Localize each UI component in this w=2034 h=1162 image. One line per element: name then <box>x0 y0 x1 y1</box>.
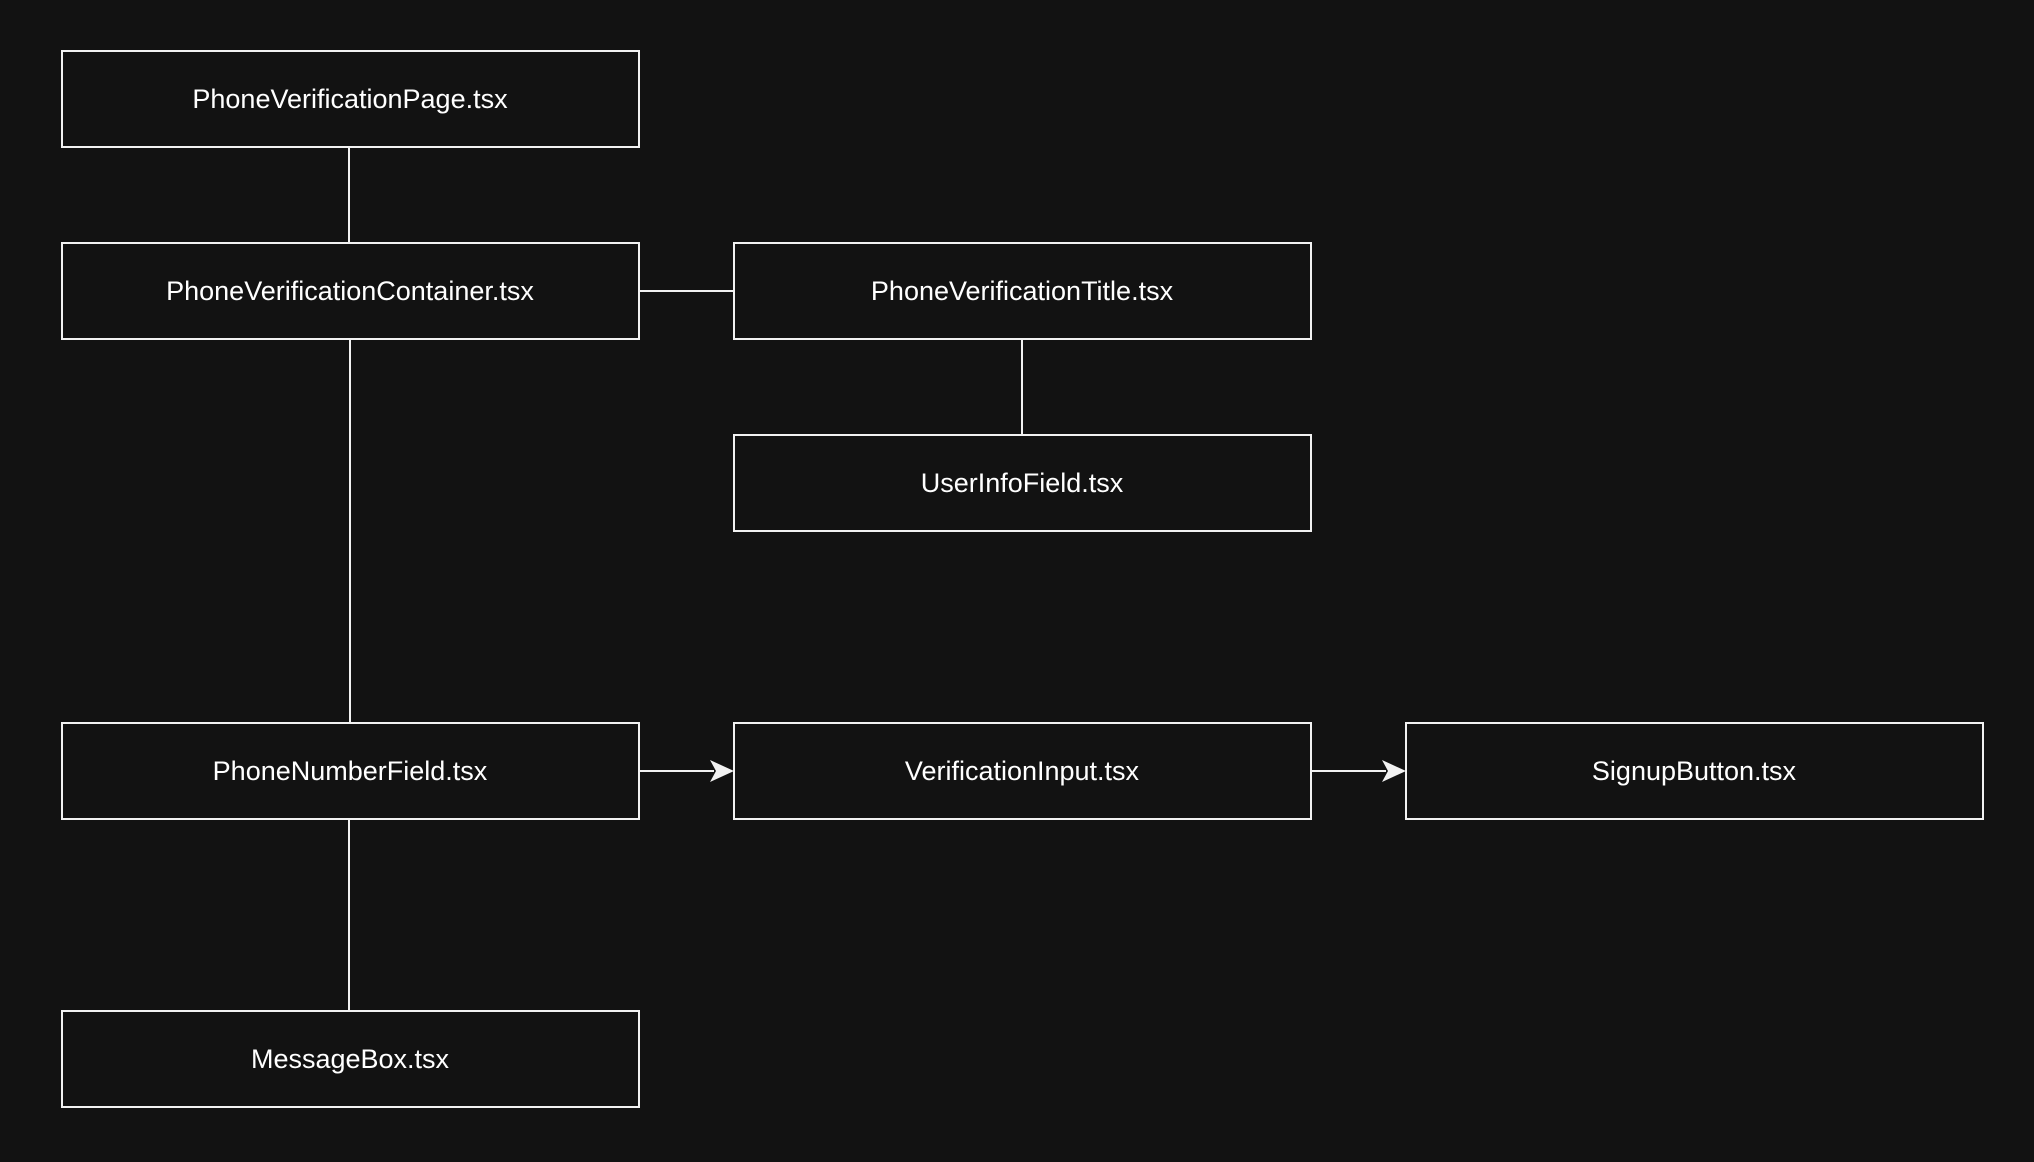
node-label: PhoneVerificationTitle.tsx <box>871 276 1174 306</box>
node-message-box[interactable]: MessageBox.tsx <box>61 1010 640 1108</box>
node-label: MessageBox.tsx <box>251 1044 450 1074</box>
node-user-info-field[interactable]: UserInfoField.tsx <box>733 434 1312 532</box>
node-label: PhoneVerificationContainer.tsx <box>166 276 534 306</box>
node-label: PhoneNumberField.tsx <box>213 756 488 786</box>
node-phone-verification-container[interactable]: PhoneVerificationContainer.tsx <box>61 242 640 340</box>
node-phone-number-field[interactable]: PhoneNumberField.tsx <box>61 722 640 820</box>
node-phone-verification-page[interactable]: PhoneVerificationPage.tsx <box>61 50 640 148</box>
node-label: PhoneVerificationPage.tsx <box>192 84 508 114</box>
node-label: VerificationInput.tsx <box>905 756 1140 786</box>
node-label: UserInfoField.tsx <box>921 468 1124 498</box>
node-verification-input[interactable]: VerificationInput.tsx <box>733 722 1312 820</box>
arrowhead-phone-to-verify <box>710 760 734 782</box>
node-signup-button[interactable]: SignupButton.tsx <box>1405 722 1984 820</box>
edges <box>348 147 1406 1011</box>
node-label: SignupButton.tsx <box>1592 756 1797 786</box>
arrowhead-verify-to-signup <box>1382 760 1406 782</box>
node-phone-verification-title[interactable]: PhoneVerificationTitle.tsx <box>733 242 1312 340</box>
